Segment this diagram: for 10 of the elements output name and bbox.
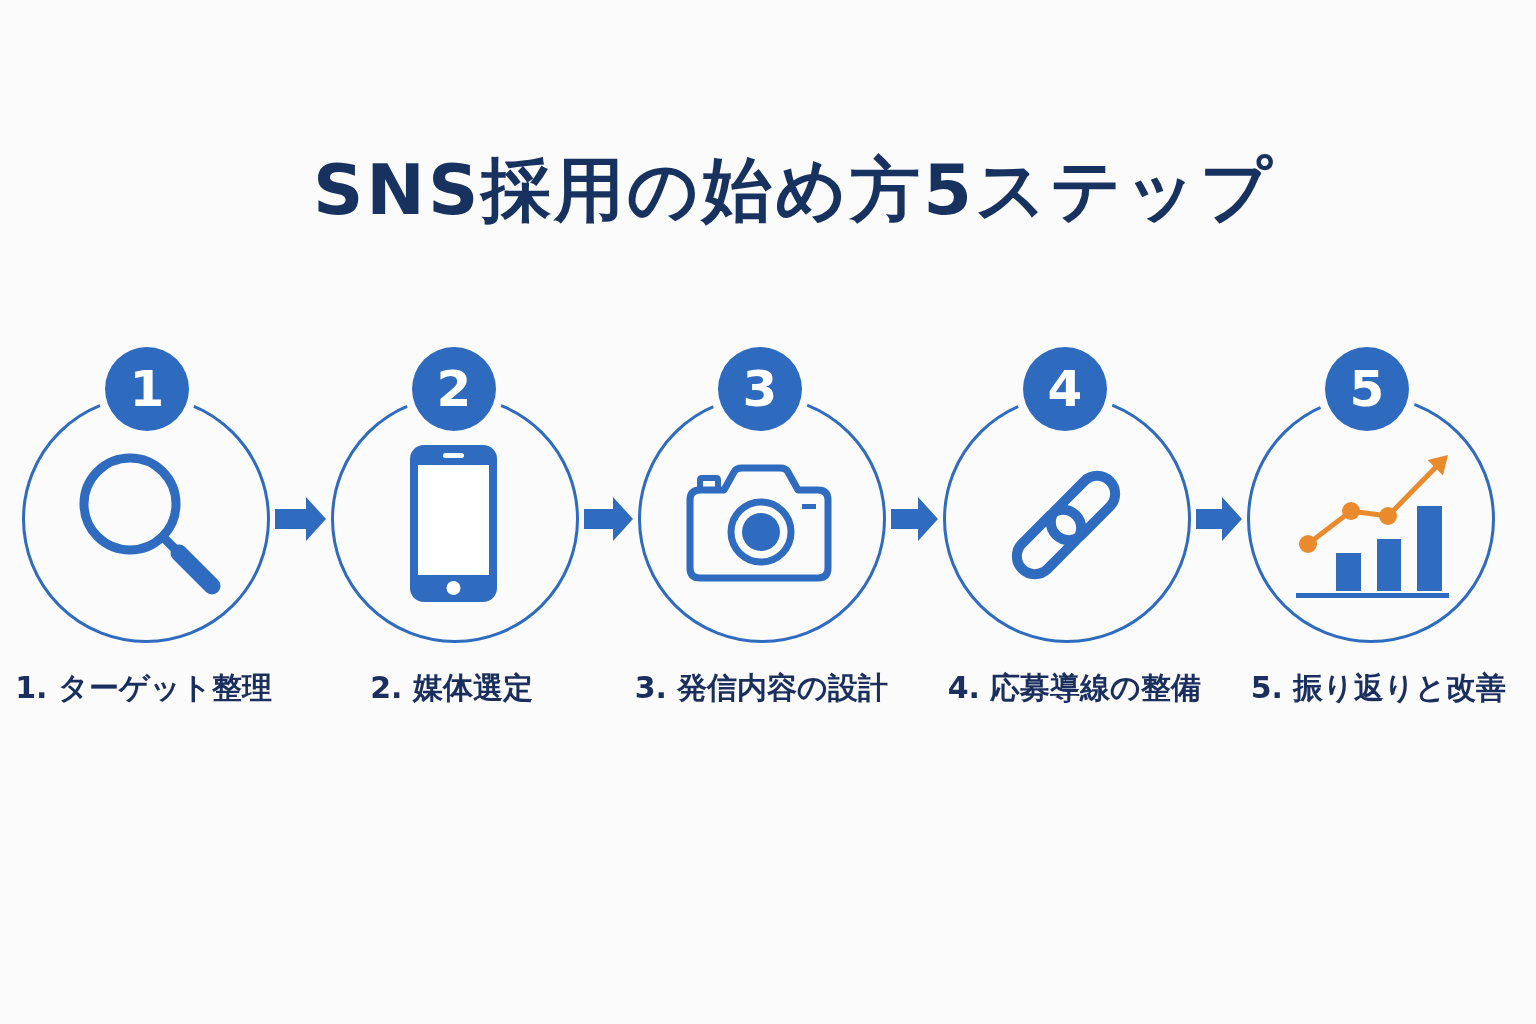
arrow [1196,497,1242,541]
arrow [891,497,938,541]
step-label: 2. 媒体選定 [370,669,533,706]
arrow [275,497,326,541]
step-label: 5. 振り返りと改善 [1250,669,1507,706]
arrow [584,497,633,541]
title: SNS採用の始め方5ステップ [312,148,1276,233]
step-label: 4. 応募導線の整備 [947,669,1202,706]
step-label: 1. ターゲット整理 [15,669,272,706]
step-label: 3. 発信内容の設計 [634,669,889,706]
